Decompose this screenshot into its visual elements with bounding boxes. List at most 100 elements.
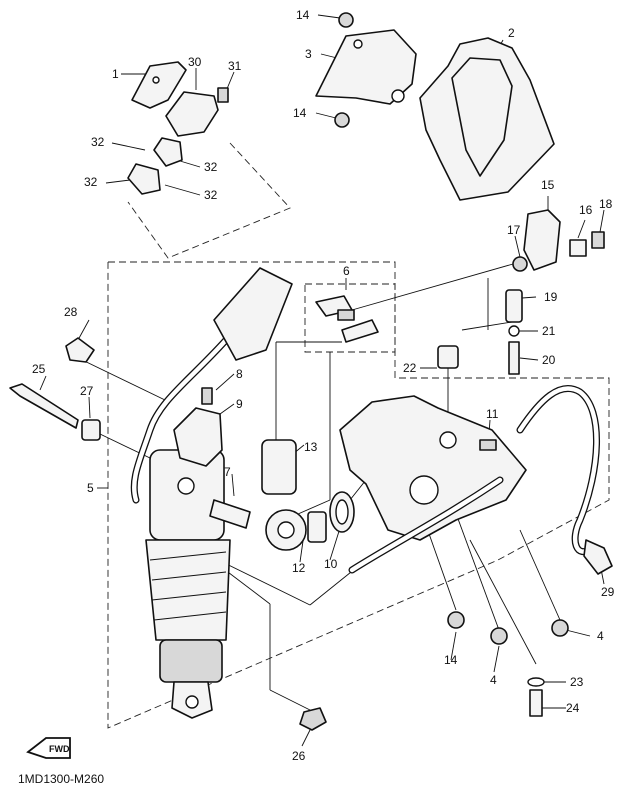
actuator-gear-center: [277, 521, 295, 539]
callout-21: 21: [542, 324, 556, 338]
callout-8: 8: [236, 367, 243, 381]
bracket-hole: [152, 76, 160, 84]
callout-32-c: 32: [84, 175, 98, 189]
callout-16: 16: [579, 203, 593, 217]
callout-3: 3: [305, 47, 312, 61]
callout-2: 2: [508, 26, 515, 40]
sensor-9-group: [173, 387, 223, 467]
sensor-bracket: [131, 61, 187, 109]
stay-bolt: [591, 231, 605, 249]
clamp-set: [315, 295, 379, 343]
callout-4-right: 4: [597, 629, 604, 643]
callout-30: 30: [188, 55, 202, 69]
shock-absorber: [130, 267, 293, 719]
spacer-collar: [505, 289, 523, 323]
upper-eye: [177, 477, 195, 495]
callout-9: 9: [236, 397, 243, 411]
main-bracket-hole: [439, 431, 457, 449]
callout-11: 11: [486, 407, 499, 421]
callout-27: 27: [80, 384, 94, 398]
callout-20: 20: [542, 353, 556, 367]
callout-4-bottom: 4: [490, 673, 497, 687]
right-stay-group: [437, 209, 605, 375]
bottom-fasteners: [299, 611, 569, 731]
joint-29: [583, 539, 613, 575]
bolt-20: [508, 341, 520, 375]
shock-spring: [145, 539, 231, 641]
fwd-label: FWD: [49, 744, 70, 754]
collar-22: [437, 345, 459, 369]
callout-32-b: 32: [204, 160, 218, 174]
callout-29: 29: [601, 585, 615, 599]
sensor-clip-lower: [127, 163, 161, 195]
holder-bolt: [217, 87, 229, 103]
callout-32-a: 32: [91, 135, 105, 149]
callout-14-bottom: 14: [444, 653, 458, 667]
fwd-arrow-badge: FWD: [26, 737, 71, 759]
left-fasteners: [9, 337, 101, 441]
callout-7: 7: [224, 465, 231, 479]
shock-body-upper: [149, 449, 225, 541]
guard-inner: [451, 57, 513, 177]
upper-bracket-group: [315, 12, 555, 201]
sensor-inset-lines: [127, 142, 291, 259]
bolt-7: [209, 499, 251, 529]
nut-4-right: [551, 619, 569, 637]
nut-14-bottom: [447, 611, 465, 629]
sensor-holder: [165, 91, 219, 137]
stay-plate: [523, 209, 561, 271]
assembly-boundaries: [107, 142, 610, 729]
main-bracket-boss: [409, 475, 439, 505]
bracket-hole-a: [353, 39, 363, 49]
clamp-28: [65, 337, 95, 363]
bracket-hole-b: [391, 89, 405, 103]
main-bracket: [339, 395, 527, 541]
callout-numbers: 1 2 3 4 4 5 6 7 8 9 10 11 12 13 14 14 14…: [32, 8, 615, 763]
nut-4-bottom: [490, 627, 508, 645]
bolt-8: [201, 387, 213, 405]
washer: [508, 325, 520, 337]
bolt-11: [479, 439, 497, 451]
gear-12: [307, 511, 327, 543]
lower-eye-hole: [185, 695, 199, 709]
sensor-clip-upper: [153, 137, 183, 167]
mount-bracket: [315, 29, 417, 105]
callout-19: 19: [544, 290, 558, 304]
callout-31: 31: [228, 59, 242, 73]
callout-24: 24: [566, 701, 580, 715]
clamp-set-boundary: [304, 283, 396, 353]
callout-5: 5: [87, 481, 94, 495]
upper-nut: [338, 12, 354, 28]
diagram-code: 1MD1300-M260: [18, 772, 105, 786]
callout-15: 15: [541, 178, 555, 192]
callout-18: 18: [599, 197, 613, 211]
callout-14-top: 14: [296, 8, 310, 22]
lower-nut: [334, 112, 350, 128]
stay-nut: [512, 256, 528, 272]
callout-25: 25: [32, 362, 46, 376]
callout-28: 28: [64, 305, 78, 319]
shock-adjuster: [159, 639, 223, 683]
main-bracket-group: [339, 384, 613, 575]
actuator-group: [209, 439, 355, 551]
seal-10-inner: [335, 499, 349, 525]
callout-13: 13: [304, 440, 318, 454]
callout-10: 10: [324, 557, 338, 571]
callout-1: 1: [112, 67, 119, 81]
actuator-13: [261, 439, 297, 495]
callout-17: 17: [507, 223, 521, 237]
clamp-c: [341, 319, 379, 343]
nut-26: [299, 707, 327, 731]
clamp-b: [337, 309, 355, 321]
through-bolt: [9, 383, 79, 429]
sensor-bracket-group: [127, 61, 229, 195]
callout-22: 22: [403, 361, 417, 375]
reservoir: [213, 267, 293, 361]
fwd-arrow-icon: [26, 737, 71, 759]
bolt-24: [529, 689, 543, 717]
callout-32-d: 32: [204, 188, 218, 202]
shock-assembly-boundary: [107, 261, 610, 729]
collar-27: [81, 419, 101, 441]
washer-23: [527, 677, 545, 687]
